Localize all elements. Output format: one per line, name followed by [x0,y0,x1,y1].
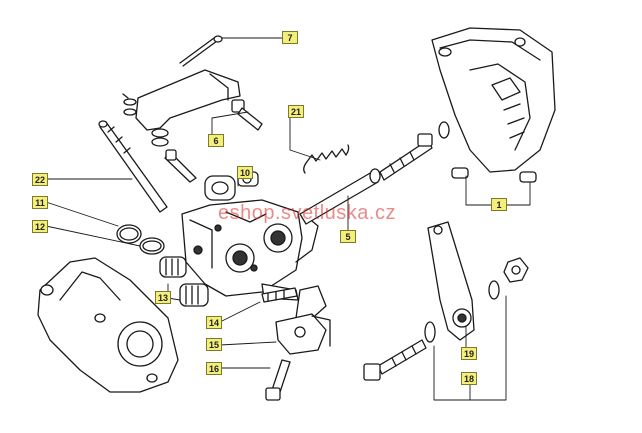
long-shaft-part [98,120,168,213]
callout-13: 13 [155,291,171,304]
roller-bearings-part [159,256,209,307]
callout-11: 11 [32,196,48,209]
callout-14: 14 [206,316,222,329]
callout-19: 19 [461,347,477,360]
callout-1: 1 [491,198,507,211]
callout-18: 18 [461,372,477,385]
leader-lines [45,37,531,401]
cover-housing-part [431,27,556,183]
long-bolt-part [363,257,529,381]
sealing-rings-part [116,224,165,255]
linkage-rod-part [299,121,450,225]
gear-housing-part [37,257,179,393]
callout-12: 12 [32,220,48,233]
callout-21: 21 [288,105,304,118]
bolt-washer-part [151,99,263,183]
governor-body-part [181,175,319,301]
throttle-lever-part [427,221,475,341]
callout-15: 15 [206,338,222,351]
hex-bolt-part [265,359,291,401]
callout-7: 7 [282,31,298,44]
spring-part [303,144,350,174]
split-pin-part [179,35,223,67]
clamp-block-part [275,313,331,355]
callout-10: 10 [237,166,253,179]
watermark-text: eshop.svetluska.cz [218,202,396,224]
callout-22: 22 [32,173,48,186]
callout-5: 5 [340,230,356,243]
callout-6: 6 [208,134,224,147]
lever-arm-part [122,69,241,131]
adjusting-screw-part [261,285,327,323]
callout-16: 16 [206,362,222,375]
